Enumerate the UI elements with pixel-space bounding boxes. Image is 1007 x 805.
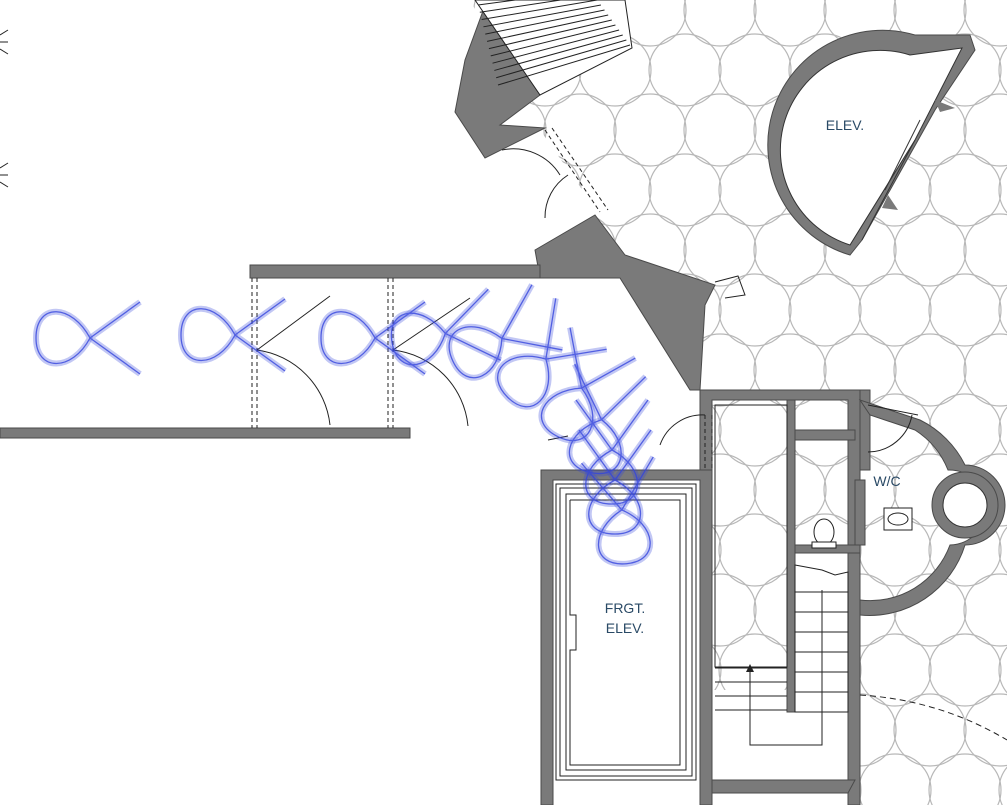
stair-tread bbox=[477, 0, 520, 6]
paving-circle bbox=[998, 753, 1007, 805]
paving-circle bbox=[753, 213, 827, 287]
freight-elevator-car bbox=[555, 483, 697, 781]
stair-tread bbox=[488, 19, 612, 50]
paving-circle bbox=[963, 693, 1007, 767]
paving-circle bbox=[543, 93, 617, 167]
figure-eight-loop-icon bbox=[573, 398, 651, 508]
paving-circle bbox=[473, 573, 547, 647]
path-trace bbox=[32, 283, 656, 567]
figure-eight-loop-icon bbox=[538, 327, 637, 444]
paving-circle bbox=[683, 213, 757, 287]
paving-circle bbox=[613, 693, 687, 767]
doors bbox=[251, 127, 1007, 741]
sink-fixture-icon bbox=[883, 507, 913, 531]
paving-circle bbox=[963, 573, 1007, 647]
paving-circle bbox=[963, 333, 1007, 407]
paving-circle bbox=[473, 453, 547, 527]
figure-eight-loop-icon bbox=[566, 362, 648, 477]
stair-tread bbox=[481, 0, 598, 21]
paving-circle bbox=[718, 33, 792, 107]
figure-eight-loop-icon bbox=[32, 299, 142, 377]
stair-tread bbox=[485, 9, 605, 35]
figure-eight-loop-icon bbox=[579, 455, 656, 567]
paving-circle bbox=[683, 0, 757, 47]
paving-circle bbox=[648, 33, 722, 107]
paving-circle bbox=[963, 213, 1007, 287]
paving-circle bbox=[893, 333, 967, 407]
restroom-label: W/C bbox=[873, 473, 901, 489]
paving-circle bbox=[683, 93, 757, 167]
freight-elevator-label-line1: FRGT. bbox=[604, 600, 646, 616]
paving-circle bbox=[928, 753, 1002, 805]
paving-circle bbox=[718, 633, 792, 707]
figure-eight-loop-icon bbox=[317, 299, 427, 377]
paving-circle bbox=[718, 273, 792, 347]
stair-tread bbox=[494, 34, 623, 71]
stair-tread bbox=[496, 39, 627, 79]
paving-circle bbox=[998, 513, 1007, 587]
paving-circle bbox=[648, 153, 722, 227]
elevator-label: ELEV. bbox=[825, 117, 865, 133]
corridor-floor bbox=[0, 0, 700, 470]
stair-tread bbox=[483, 4, 602, 28]
paving-circle bbox=[893, 693, 967, 767]
paving-circle bbox=[788, 273, 862, 347]
paving-circle bbox=[683, 693, 757, 767]
figure-eight-loop-icon bbox=[494, 297, 608, 410]
stair-tread bbox=[497, 44, 631, 86]
paving-circle bbox=[753, 0, 827, 47]
freight-elevator-label-line2: ELEV. bbox=[605, 620, 645, 636]
paving-circle bbox=[578, 633, 652, 707]
paving-circle bbox=[998, 33, 1007, 107]
upper-stair bbox=[474, 0, 633, 96]
paving-circle bbox=[858, 273, 932, 347]
paving-circle bbox=[963, 93, 1007, 167]
paving-circle bbox=[928, 633, 1002, 707]
arrow-up-icon bbox=[746, 664, 754, 740]
paving-circle bbox=[998, 273, 1007, 347]
paving-circle bbox=[998, 153, 1007, 227]
stair-tread bbox=[479, 0, 565, 13]
paving-circle bbox=[928, 273, 1002, 347]
stair-tread bbox=[490, 24, 616, 57]
figure-eight-loop-icon bbox=[576, 428, 654, 538]
paving-circle bbox=[893, 213, 967, 287]
paving-circle bbox=[858, 753, 932, 805]
paving-circle bbox=[543, 693, 617, 767]
figure-eight-loop-icon bbox=[177, 296, 287, 374]
paving-circle bbox=[928, 153, 1002, 227]
paving-circle bbox=[613, 93, 687, 167]
paving-circle bbox=[998, 393, 1007, 467]
edge-marks bbox=[0, 29, 9, 188]
toilet-fixture-icon bbox=[811, 518, 837, 549]
paving-circle bbox=[998, 633, 1007, 707]
stair-tread bbox=[492, 29, 620, 64]
lower-stair bbox=[715, 564, 849, 713]
figure-eight-loop-icon bbox=[388, 287, 503, 368]
paving-circle bbox=[963, 0, 1007, 47]
stair-tread bbox=[486, 14, 609, 42]
paving-circle bbox=[473, 693, 547, 767]
figure-eight-loop-icon bbox=[446, 283, 563, 381]
